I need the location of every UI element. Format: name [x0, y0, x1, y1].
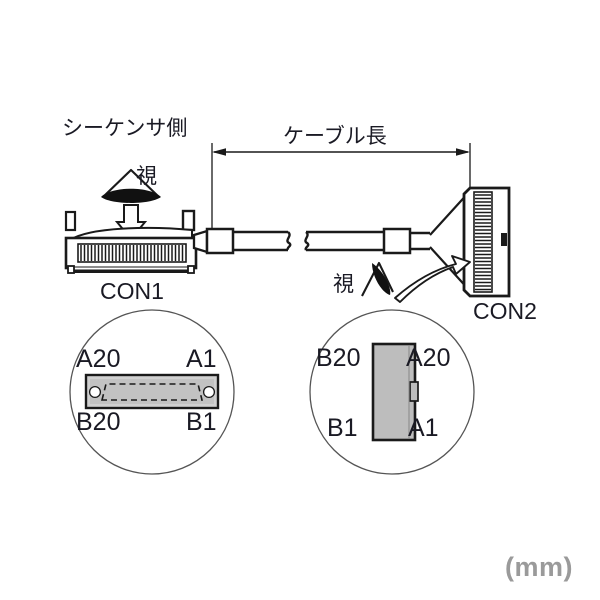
con2-connector-body [462, 186, 511, 298]
view-label-con2: 視 [333, 272, 354, 296]
sequencer-side-title: シーケンサ側 [62, 116, 188, 140]
con1-pin-label-bottom-right: B1 [186, 408, 217, 436]
con2-pin-label-top-left: B20 [316, 344, 361, 372]
unit-note: (mm) [505, 552, 573, 582]
con1-pin-label-top-left: A20 [76, 345, 121, 373]
con1-pin-label-top-right: A1 [186, 345, 217, 373]
con1-detail-view [69, 309, 235, 475]
con1-pin-label-bottom-left: B20 [76, 408, 121, 436]
cable-length-dimension-label: ケーブル長 [283, 124, 387, 148]
con1-label: CON1 [100, 278, 164, 304]
con2-pin-label-bottom-right: A1 [408, 414, 439, 442]
con2-pin-label-bottom-left: B1 [327, 414, 358, 442]
con2-detail-view [309, 309, 475, 475]
dimension-line-cable-length [211, 143, 471, 230]
con2-pin-label-top-right: A20 [406, 344, 451, 372]
view-label-con1: 視 [136, 164, 157, 188]
con1-connector-body [64, 209, 198, 274]
view-direction-symbol-con2 [361, 255, 471, 303]
con2-label: CON2 [473, 298, 537, 324]
